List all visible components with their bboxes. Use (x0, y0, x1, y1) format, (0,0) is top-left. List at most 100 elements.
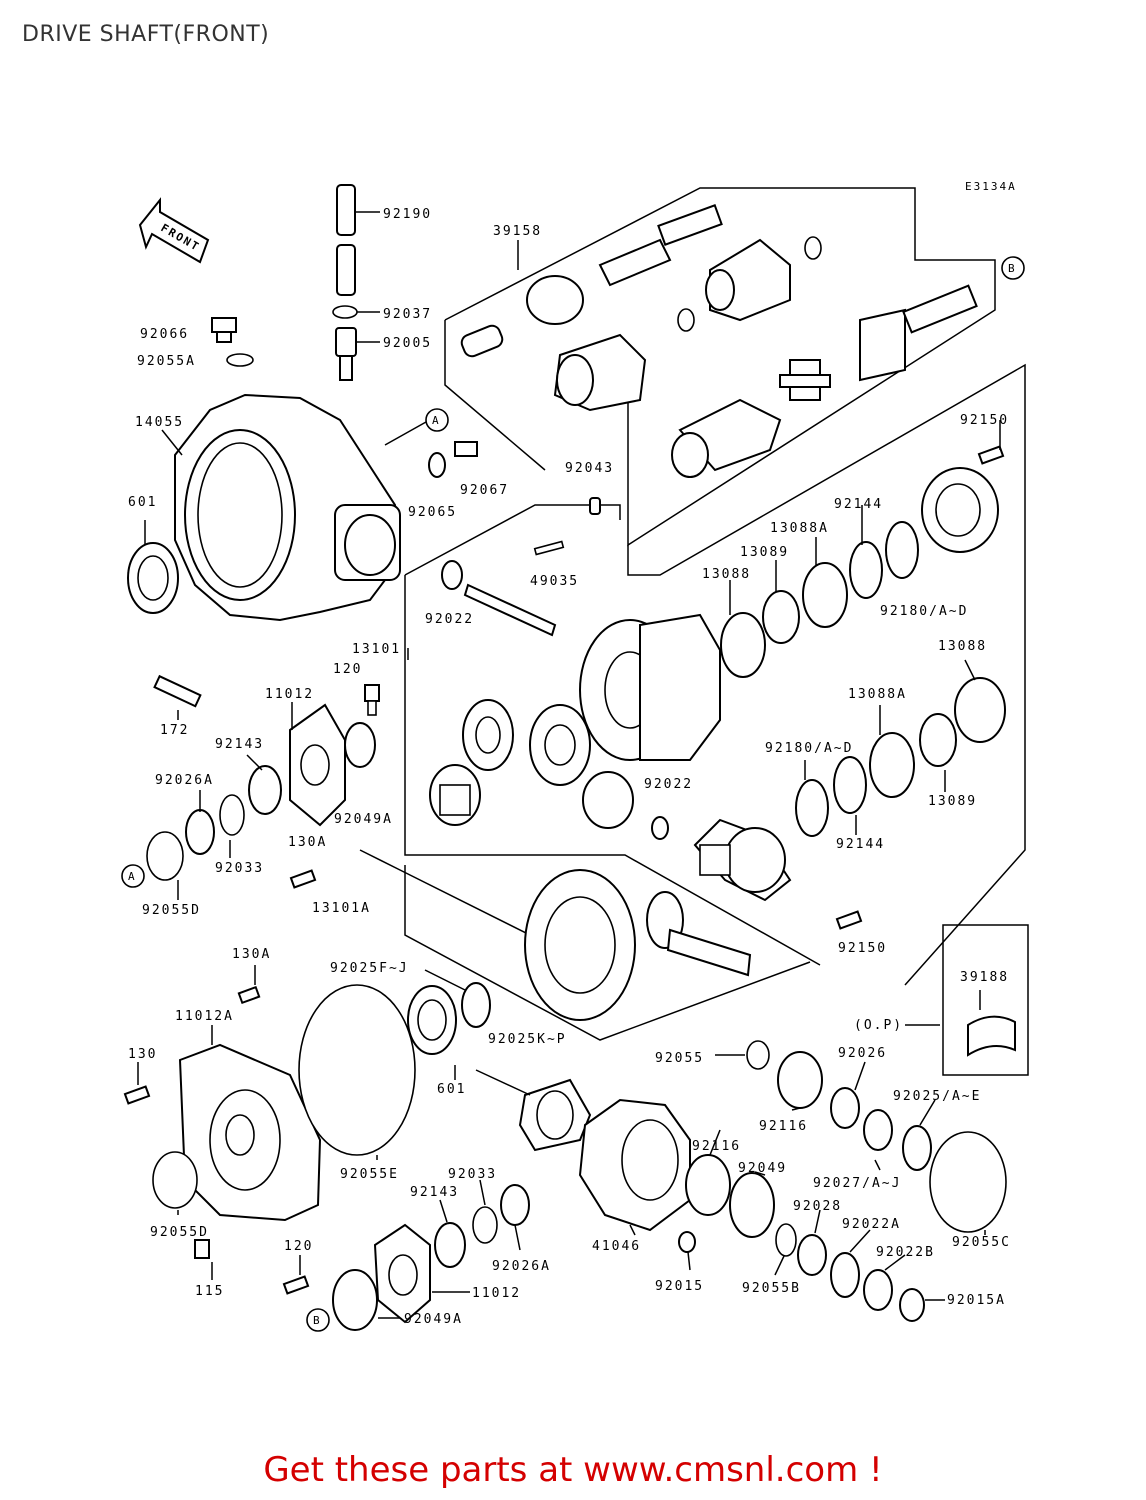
seal-92065 (428, 452, 446, 478)
bearing-92116-b (685, 1154, 731, 1216)
bearing-92116-a (777, 1051, 823, 1109)
svg-text:B: B (313, 1314, 322, 1327)
hub-92150-top (921, 467, 999, 553)
clip-mid (677, 308, 695, 332)
ring-92033-bottom (472, 1206, 498, 1244)
part-label-13088a-right: 13088A (848, 687, 907, 702)
hub-92150-bottom (693, 818, 792, 902)
nut-92015a (899, 1288, 925, 1322)
shim-92025fj (461, 982, 491, 1028)
part-label-92055b: 92055B (742, 1281, 801, 1296)
washer-92022-mid (582, 771, 634, 829)
part-label-130a-bottom: 130A (232, 947, 271, 962)
part-label-13088-right: 13088 (938, 639, 987, 654)
part-label-92026a-top: 92026A (155, 773, 214, 788)
plate-13088a-top (802, 562, 848, 628)
plug-92066 (211, 317, 237, 343)
bevel-gear-2 (529, 704, 591, 786)
svg-text:A: A (128, 870, 137, 883)
washer-92022b (863, 1269, 893, 1311)
shaft-39158 (460, 204, 723, 358)
universal-joint (779, 359, 831, 401)
part-label-130: 130 (128, 1047, 157, 1062)
part-label-92005: 92005 (383, 336, 432, 351)
footer-cta-link[interactable]: Get these parts at www.cmsnl.com ! (263, 1450, 883, 1490)
bevel-gear-1 (462, 699, 514, 771)
part-label-92015a: 92015A (947, 1293, 1006, 1308)
part-label-92144-top: 92144 (834, 497, 883, 512)
part-label-92022-mid: 92022 (644, 777, 693, 792)
bearing-92143-bottom (434, 1222, 466, 1268)
part-label-92055d-bottom: 92055D (150, 1225, 209, 1240)
part-label-92026: 92026 (838, 1046, 887, 1061)
part-label-92028: 92028 (793, 1199, 842, 1214)
part-label-op: (O.P) (854, 1018, 903, 1033)
bevel-gear-3 (429, 764, 481, 826)
diagram-code: E3134A (965, 180, 1017, 193)
optional-part-box (942, 924, 1029, 1076)
page-title: DRIVE SHAFT(FRONT) (22, 22, 270, 47)
part-label-13088-top: 13088 (702, 567, 751, 582)
pinion-shaft (646, 891, 752, 977)
part-label-13101a: 13101A (312, 901, 371, 916)
part-label-120-top: 120 (333, 662, 362, 677)
ring-gear-13101a (524, 869, 636, 1021)
part-label-92055a: 92055A (137, 354, 196, 369)
housing-11012-top (289, 703, 346, 827)
part-label-92026a-bottom: 92026A (492, 1259, 551, 1274)
housing-11012-bottom (373, 1223, 431, 1324)
part-label-92025ae: 92025/A~E (893, 1089, 981, 1104)
part-label-92027: 92027/A~J (813, 1176, 901, 1191)
part-label-92055: 92055 (655, 1051, 704, 1066)
part-label-92055c: 92055C (952, 1235, 1011, 1250)
plate-13088a-right (869, 732, 915, 798)
part-label-92033-top: 92033 (215, 861, 264, 876)
callout-a-left: A (121, 864, 145, 888)
differential-case (579, 613, 721, 761)
washer-92026 (830, 1087, 860, 1129)
part-label-92025kp: 92025K~P (488, 1032, 567, 1047)
part-label-92143-bottom: 92143 (410, 1185, 459, 1200)
part-label-11012-bottom: 11012 (472, 1286, 521, 1301)
washer-92026a-top (185, 809, 215, 855)
part-label-92066: 92066 (140, 327, 189, 342)
bolt-130a-bottom (237, 985, 261, 1005)
seal-92049a-bottom (332, 1269, 378, 1331)
part-label-49035: 49035 (530, 574, 579, 589)
callout-b-bottom: B (306, 1308, 330, 1332)
nut-92015 (678, 1231, 696, 1253)
part-label-92190: 92190 (383, 207, 432, 222)
part-label-120-bottom: 120 (284, 1239, 313, 1254)
plate-13089-right (919, 713, 957, 767)
yoke-shaft (859, 284, 978, 382)
washer-92022a (830, 1252, 860, 1298)
part-label-92037: 92037 (383, 307, 432, 322)
spacer-92027 (863, 1109, 893, 1151)
part-label-92025fj: 92025F~J (330, 961, 409, 976)
part-label-92049a-top: 92049A (334, 812, 393, 827)
gear-case-14055 (174, 393, 402, 622)
shim-92180-top (885, 521, 919, 579)
stud-172 (153, 674, 202, 708)
boot-bottom (553, 333, 647, 412)
oring-92055d-bottom (152, 1151, 198, 1209)
ring-92033-top (219, 794, 245, 836)
clip-top-right (804, 236, 822, 260)
washer-92026a-bottom (500, 1184, 530, 1226)
part-label-92067: 92067 (460, 483, 509, 498)
part-label-92055e: 92055E (340, 1167, 399, 1182)
oring-92055e (298, 984, 416, 1156)
shaft-13101 (463, 583, 557, 637)
svg-text:A: A (432, 414, 441, 427)
part-label-13089-right: 13089 (928, 794, 977, 809)
plate-13089-top (762, 590, 800, 644)
part-label-14055: 14055 (135, 415, 184, 430)
part-label-115: 115 (195, 1284, 224, 1299)
yoke-lower (671, 398, 782, 478)
part-label-601-top: 601 (128, 495, 157, 510)
ring-39188 (967, 1015, 1016, 1057)
part-label-92180-right: 92180/A~D (765, 741, 853, 756)
part-label-92015: 92015 (655, 1279, 704, 1294)
seal-92049a-top (344, 722, 376, 768)
plate-13088-top (720, 612, 766, 678)
